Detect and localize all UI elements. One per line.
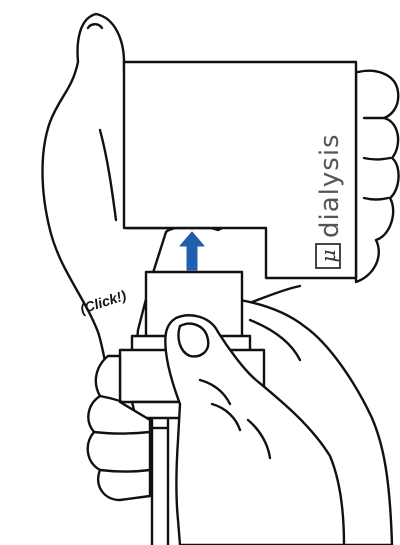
brand-name: dialysis [315,133,345,238]
mu-logo-icon: μ [315,243,341,269]
tubing [150,418,170,545]
left-hand [41,12,400,400]
right-hand-front [86,314,346,545]
arrow-up-icon [179,231,205,271]
device-body [122,60,358,280]
dialysis-device: μ dialysis [122,60,358,280]
thumbnail [177,322,210,358]
logo-letter: μ [316,250,340,263]
